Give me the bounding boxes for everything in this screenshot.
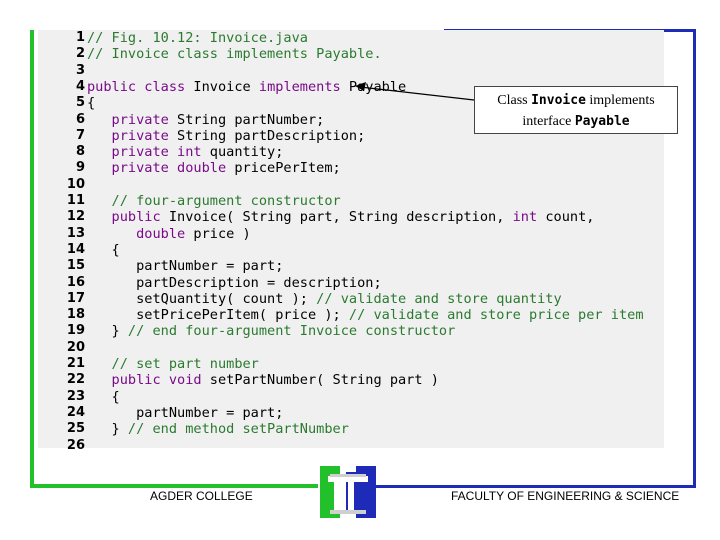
line-number: 24 xyxy=(66,404,85,420)
code-text: public void setPartNumber( String part ) xyxy=(87,372,439,388)
code-token: { xyxy=(87,241,120,258)
code-token: partDescription = description; xyxy=(87,274,382,291)
code-token: Invoice xyxy=(185,78,259,95)
code-text: } // end method setPartNumber xyxy=(87,421,349,437)
callout-code-payable: Payable xyxy=(574,114,630,129)
line-number: 25 xyxy=(66,421,85,437)
code-token: // validate and store price per item xyxy=(348,307,644,324)
line-number: 16 xyxy=(66,274,85,290)
code-text: // set part number xyxy=(87,356,259,372)
frame-bottom-left-border xyxy=(30,484,318,488)
code-text: setPricePerItem( price ); // validate an… xyxy=(87,307,644,324)
line-number: 23 xyxy=(66,388,85,404)
line-number: 21 xyxy=(66,356,85,371)
code-text: public class Invoice implements Payable xyxy=(87,79,406,95)
code-text: // four-argument constructor xyxy=(87,193,341,209)
line-number: 17 xyxy=(66,290,85,306)
code-token: private int xyxy=(87,144,202,161)
code-text: private String partDescription; xyxy=(87,127,366,144)
line-number: 1 xyxy=(75,30,85,45)
line-number: 22 xyxy=(66,372,85,388)
footer-faculty-name: FACULTY OF ENGINEERING & SCIENCE xyxy=(451,489,680,503)
code-token: // Fig. 10.12: Invoice.java xyxy=(87,30,308,46)
callout-text-line2: interface xyxy=(522,114,575,129)
frame-bottom-right-border xyxy=(376,485,696,488)
code-token: public class xyxy=(87,78,186,95)
code-token: private xyxy=(87,111,169,128)
code-token: String partDescription; xyxy=(168,127,366,144)
code-text: // Invoice class implements Payable. xyxy=(87,46,382,62)
code-text: public Invoice( String part, String desc… xyxy=(87,209,595,226)
callout-text-pre: Class xyxy=(497,93,532,108)
footer-college-name: AGDER COLLEGE xyxy=(150,489,253,503)
code-token: String partNumber; xyxy=(168,111,325,128)
line-number: 10 xyxy=(66,176,85,192)
code-token: count, xyxy=(537,209,595,226)
code-token: Invoice( String part, String description… xyxy=(160,209,513,226)
code-token: double xyxy=(87,225,186,242)
code-token: } xyxy=(87,323,128,340)
code-text: private String partNumber; xyxy=(87,111,325,128)
code-token: setPartNumber( String part ) xyxy=(201,372,439,389)
code-text: { xyxy=(87,389,120,405)
code-token: public xyxy=(87,209,161,226)
line-number: 11 xyxy=(66,193,85,208)
line-number: 4 xyxy=(75,78,85,94)
callout-text-mid: implements xyxy=(585,93,655,108)
code-token: partNumber = part; xyxy=(87,404,284,421)
code-token: int xyxy=(512,209,538,226)
line-number: 15 xyxy=(66,258,85,274)
code-text: double price ) xyxy=(87,226,251,242)
frame-right-border xyxy=(693,29,696,488)
code-text: } // end four-argument Invoice construct… xyxy=(87,323,456,340)
code-token: private xyxy=(87,127,169,144)
code-text: setQuantity( count ); // validate and st… xyxy=(87,291,562,307)
code-token: // four-argument constructor xyxy=(87,193,341,209)
line-number: 14 xyxy=(66,241,85,257)
code-token: } xyxy=(87,421,128,438)
code-token: quantity; xyxy=(201,144,284,161)
code-token: { xyxy=(87,95,96,112)
code-token: setQuantity( count ); xyxy=(87,290,317,307)
code-text: // Fig. 10.12: Invoice.java xyxy=(87,30,308,46)
code-text: partDescription = description; xyxy=(87,275,382,291)
code-token: { xyxy=(87,388,120,405)
frame-left-border xyxy=(30,30,34,488)
code-text: private int quantity; xyxy=(87,144,284,161)
code-text: partNumber = part; xyxy=(87,258,283,274)
code-text: { xyxy=(87,95,95,111)
line-number: 19 xyxy=(66,323,85,339)
line-number: 18 xyxy=(66,307,85,323)
line-number: 2 xyxy=(75,46,85,62)
line-number: 12 xyxy=(66,209,85,225)
code-token: pricePerItem; xyxy=(226,160,341,177)
code-text: partNumber = part; xyxy=(87,405,283,421)
callout-code-invoice: Invoice xyxy=(531,93,586,108)
line-number: 9 xyxy=(75,160,85,176)
code-token: // Invoice class implements Payable. xyxy=(87,46,382,63)
line-number: 26 xyxy=(66,437,85,453)
line-number: 5 xyxy=(75,95,85,111)
code-token: // validate and store quantity xyxy=(316,290,562,307)
callout-box: Class Invoice implements interface Payab… xyxy=(474,86,678,134)
code-token: // end four-argument Invoice constructor xyxy=(127,323,456,340)
code-text: { xyxy=(87,242,120,258)
code-token: public void xyxy=(87,372,202,389)
line-number: 3 xyxy=(75,62,85,78)
code-token: // end method setPartNumber xyxy=(127,421,349,438)
line-number: 13 xyxy=(66,225,85,241)
line-number: 20 xyxy=(66,339,85,355)
code-token: // set part number xyxy=(87,356,259,372)
line-number: 7 xyxy=(75,127,85,143)
college-logo-icon xyxy=(320,466,376,518)
code-token: private double xyxy=(87,160,227,177)
code-text: private double pricePerItem; xyxy=(87,160,341,176)
line-number: 8 xyxy=(75,144,85,160)
code-token: partNumber = part; xyxy=(87,258,284,275)
code-token: price ) xyxy=(185,225,251,242)
code-token: implements xyxy=(258,78,341,95)
code-token: setPricePerItem( price ); xyxy=(87,307,349,324)
line-number: 6 xyxy=(75,111,85,127)
